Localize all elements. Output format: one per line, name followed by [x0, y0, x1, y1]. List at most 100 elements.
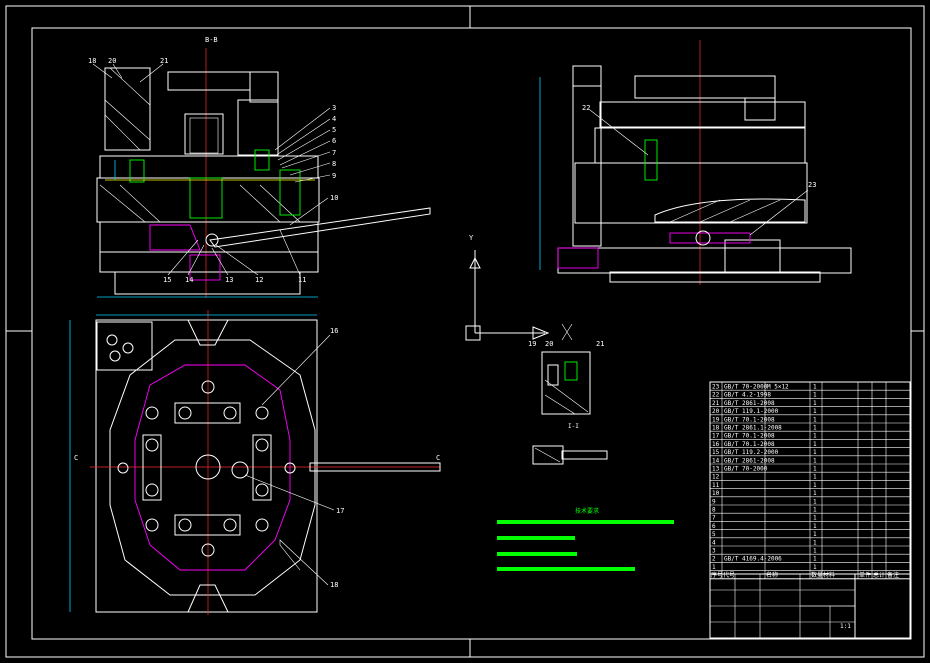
bom-cell-std: GB/T 2861-2008	[724, 400, 775, 407]
bom-cell-qty: 1	[813, 474, 817, 481]
bom-cell-qty: 1	[813, 392, 817, 399]
tech-req-line-3	[497, 552, 577, 556]
bom-cell-std: GB/T 4.2-1998	[724, 392, 771, 399]
callout-13: 13	[225, 276, 233, 284]
callout-7: 7	[332, 149, 336, 157]
bom-cell-qty: 1	[813, 556, 817, 563]
bom-cell-no: 17	[712, 433, 720, 440]
bom-cell-no: 3	[712, 548, 716, 555]
bom-cell-std: GB/T 2861.1-2008	[724, 425, 782, 432]
bom-cell-std: GB/T 70-2000	[724, 384, 768, 391]
detail-view: 19 20 21 I-I	[528, 340, 608, 465]
callout-6: 6	[332, 137, 336, 145]
bom-cell-qty: 1	[813, 425, 817, 432]
bom-header-cell: 单件	[859, 571, 871, 579]
callout-23: 23	[808, 181, 816, 189]
section-label-top: B-B	[205, 36, 218, 44]
bom-cell-no: 14	[712, 457, 720, 464]
bom-cell-qty: 1	[813, 531, 817, 538]
bom-cell-no: 7	[712, 515, 716, 522]
callout-3: 3	[332, 104, 336, 112]
bom-cell-std: GB/T 70.1-2008	[724, 441, 775, 448]
front-view-callouts: 18 20 21 3 4 5 6 7 8 9 10 15 14 13 12 11	[88, 57, 338, 284]
bom-header-cell: 数量	[811, 571, 823, 579]
bom-cell-qty: 1	[813, 548, 817, 555]
tech-req-title: 技术要求	[575, 507, 599, 515]
bom-cell-no: 20	[712, 408, 720, 415]
bom-header-cell: 材料	[823, 571, 835, 579]
bom-cell-no: 4	[712, 539, 716, 546]
view-label-c-right: C	[436, 454, 440, 462]
bom-cell-qty: 1	[813, 507, 817, 514]
detail-callout-19: 19	[528, 340, 536, 348]
bom-cell-std: GB/T 119.1-2000	[724, 408, 779, 415]
bom-cell-no: 2	[712, 556, 716, 563]
callout-11: 11	[298, 276, 306, 284]
bom-cell-qty: 1	[813, 466, 817, 473]
callout-14: 14	[185, 276, 193, 284]
tech-req-line-2	[497, 536, 575, 540]
section-label-detail: I-I	[568, 423, 579, 430]
bom-cell-qty: 1	[813, 564, 817, 571]
bom-cell-qty: 1	[813, 416, 817, 423]
bom-cell-qty: 1	[813, 400, 817, 407]
bom-cell-no: 5	[712, 531, 716, 538]
bom-header-cell: 总计	[873, 571, 885, 579]
bom-cell-std: GB/T 70-2000	[724, 466, 768, 473]
bom-cell-qty: 1	[813, 498, 817, 505]
callout-18b: 18	[330, 581, 338, 589]
callout-18: 18	[88, 57, 96, 65]
bom-cell-std: GB/T 2861-2008	[724, 457, 775, 464]
callout-12: 12	[255, 276, 263, 284]
view-label-c-left: C	[74, 454, 78, 462]
bom-header-cell: 代号	[723, 571, 735, 579]
bom-cell-qty: 1	[813, 441, 817, 448]
title-block: 1:1	[709, 573, 911, 639]
ucs-axis-icon: Y	[465, 234, 573, 341]
tech-requirements: 技术要求	[497, 507, 674, 571]
bom-cell-no: 8	[712, 507, 716, 514]
bom-cell-no: 23	[712, 384, 720, 391]
bom-cell-qty: 1	[813, 523, 817, 530]
bom-cell-std: GB/T 4169.4-2006	[724, 556, 782, 563]
front-section-view: B-B	[96, 36, 431, 298]
bom-cell-no: 15	[712, 449, 720, 456]
axis-y-label: Y	[469, 234, 474, 242]
callout-17: 17	[336, 507, 344, 515]
callout-22: 22	[582, 104, 590, 112]
callout-15: 15	[163, 276, 171, 284]
callout-9: 9	[332, 172, 336, 180]
bom-header-cell: 名称	[766, 571, 778, 579]
detail-callout-20: 20	[545, 340, 553, 348]
bom-cell-qty: 1	[813, 515, 817, 522]
bom-cell-no: 21	[712, 400, 720, 407]
bom-cell-std: GB/T 70.1-2008	[724, 416, 775, 423]
bom-cell-std: GB/T 70.1-2008	[724, 433, 775, 440]
bom-header-cell: 序号	[711, 571, 723, 579]
bom-cell-no: 22	[712, 392, 720, 399]
detail-callout-21: 21	[596, 340, 604, 348]
bom-cell-std: GB/T 119.2-2000	[724, 449, 779, 456]
tech-req-line-4	[497, 567, 635, 571]
bom-cell-no: 13	[712, 466, 720, 473]
bom-cell-qty: 1	[813, 539, 817, 546]
bom-cell-qty: 1	[813, 482, 817, 489]
side-view: 22 23	[539, 40, 852, 285]
bom-cell-no: 12	[712, 474, 720, 481]
bom-cell-qty: 1	[813, 457, 817, 464]
bom-cell-name: M 5×12	[767, 384, 789, 391]
bom-cell-no: 11	[712, 482, 720, 489]
tech-req-line-1	[497, 520, 674, 524]
bom-cell-no: 9	[712, 498, 716, 505]
callout-20: 20	[108, 57, 116, 65]
bom-cell-no: 6	[712, 523, 716, 530]
callout-5: 5	[332, 126, 336, 134]
callout-16: 16	[330, 327, 338, 335]
bom-cell-qty: 1	[813, 490, 817, 497]
callout-8: 8	[332, 160, 336, 168]
bom-cell-qty: 1	[813, 449, 817, 456]
callout-10: 10	[330, 194, 338, 202]
callout-21: 21	[160, 57, 168, 65]
inner-border	[31, 27, 912, 640]
